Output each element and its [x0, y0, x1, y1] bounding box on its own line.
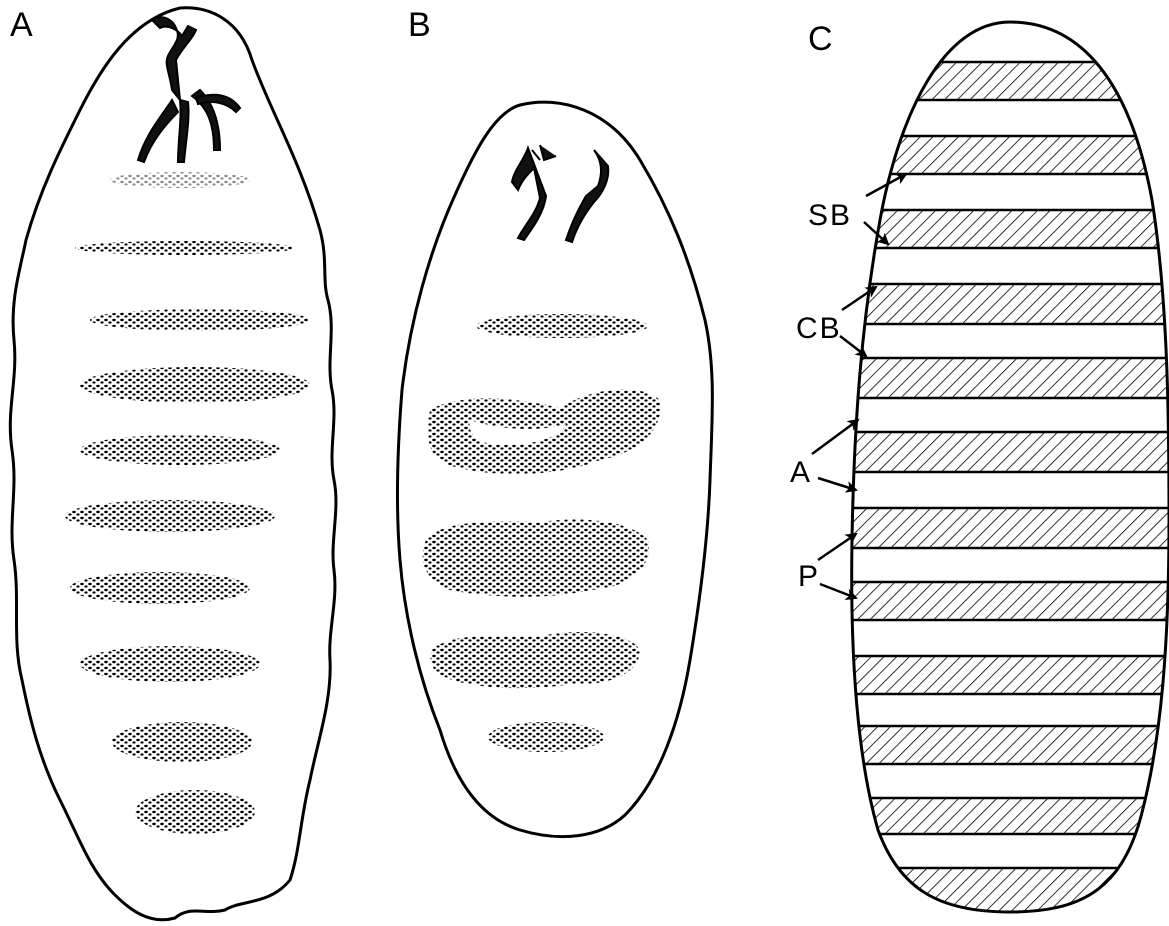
label-a: A	[790, 456, 812, 489]
panel-b: B	[397, 6, 712, 837]
segment-band	[840, 508, 1169, 548]
arrow-a-lower	[818, 478, 856, 490]
label-cb: CB	[796, 312, 842, 345]
panel-b-label: B	[408, 6, 431, 44]
segment-band	[840, 582, 1169, 620]
denticle-band	[90, 309, 310, 331]
denticle-band	[135, 790, 255, 834]
denticle-band	[80, 646, 260, 682]
segment-band	[840, 210, 1169, 248]
panel-a-mouth-hooks	[138, 17, 240, 162]
arrow-a-upper	[812, 420, 858, 454]
panel-a: A	[10, 6, 336, 920]
segment-band	[840, 656, 1169, 694]
denticle-band	[112, 722, 252, 762]
denticle-band	[110, 172, 250, 188]
segment-band	[840, 62, 1169, 100]
denticle-band	[80, 367, 310, 403]
denticle-band	[428, 389, 661, 474]
panel-b-mouth-hooks	[512, 145, 608, 242]
denticle-band	[70, 572, 250, 604]
mouth-hook-left	[512, 148, 546, 240]
mouth-hook-middle	[178, 100, 189, 162]
label-sb: SB	[808, 199, 852, 232]
denticle-band	[80, 435, 280, 465]
cephalopharyngeal-skeleton	[152, 17, 196, 100]
denticle-band	[423, 519, 649, 596]
mouth-hook-right	[566, 150, 608, 242]
segment-band	[840, 432, 1169, 472]
panel-a-label: A	[10, 6, 33, 44]
segment-band	[840, 726, 1169, 764]
panel-b-denticle-bands	[423, 314, 661, 752]
denticle-band	[75, 241, 295, 255]
panel-a-denticle-bands	[65, 172, 310, 834]
label-p: P	[798, 560, 820, 593]
segment-band	[840, 358, 1169, 398]
denticle-band	[431, 632, 640, 688]
denticle-band	[488, 722, 604, 752]
panel-c: C SB CB A P	[790, 20, 1169, 918]
mouth-hook-branch	[196, 95, 240, 112]
segment-band	[840, 798, 1169, 834]
panel-c-label: C	[808, 20, 833, 58]
segment-band	[840, 284, 1169, 324]
denticle-band	[65, 500, 275, 532]
denticle-band	[476, 314, 648, 338]
segment-band	[840, 136, 1169, 174]
panel-c-segment-bands	[840, 62, 1169, 918]
mouth-hook-left	[138, 100, 178, 162]
mouth-hook-tip	[532, 145, 556, 160]
